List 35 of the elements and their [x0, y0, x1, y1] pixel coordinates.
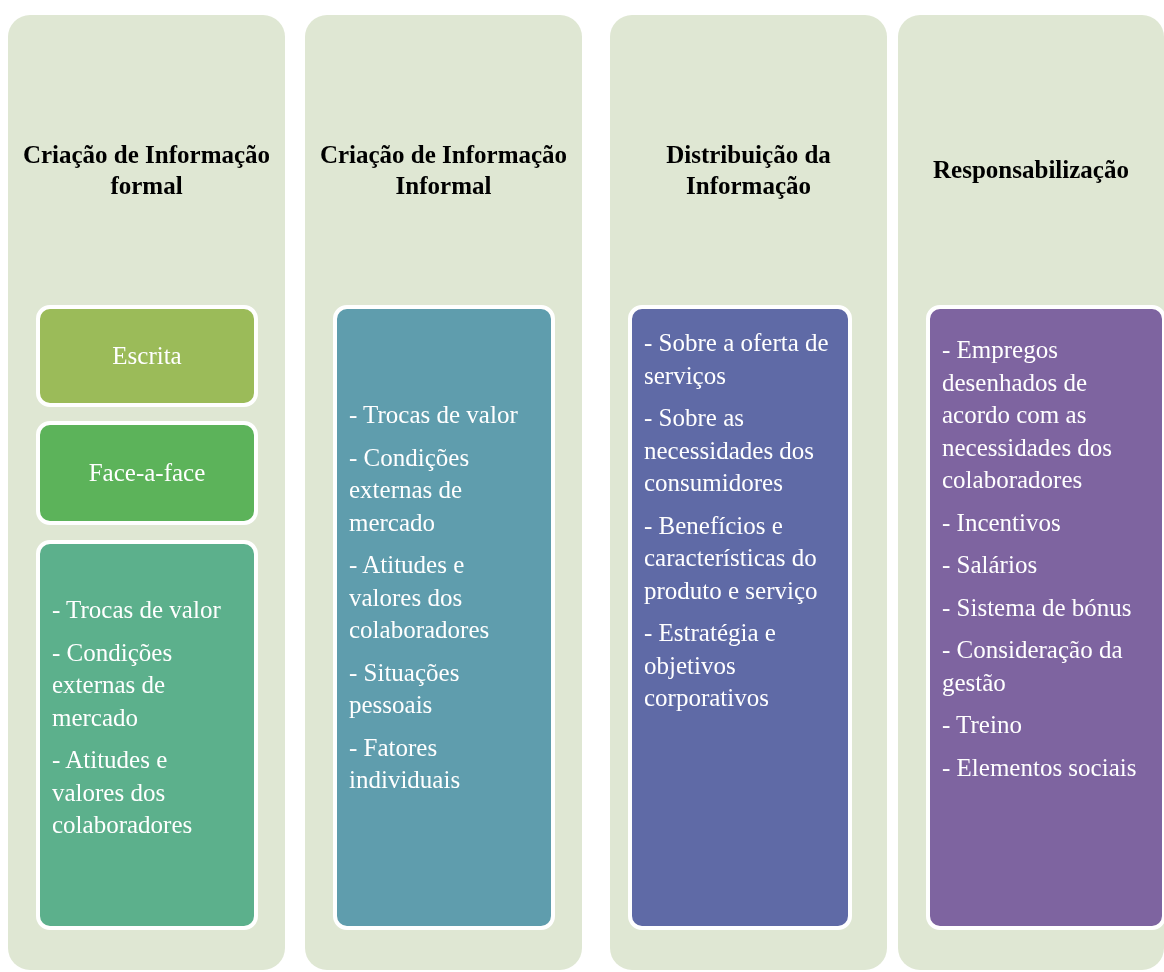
list-item: - Sistema de bónus: [942, 592, 1133, 623]
column-panel: [305, 15, 582, 970]
column-heading: Distribuição da Informação: [665, 139, 832, 201]
list-item: - Condições externas de mercado: [349, 442, 471, 538]
list-item: - Condições externas de mercado: [52, 637, 174, 733]
category-box: [36, 305, 258, 407]
list-item: - Fatores individuais: [349, 732, 462, 795]
column-panel: [610, 15, 887, 970]
list-box: [628, 305, 852, 930]
category-label: Escrita: [112, 340, 182, 371]
category-label: Face-a-face: [88, 457, 206, 488]
column-heading: Criação de Informação Informal: [318, 139, 569, 201]
list-item: - Empregos desenhados de acordo com as necessidades dos colaboradores: [942, 335, 1114, 495]
list-item: - Situações pessoais: [349, 657, 461, 720]
list-item: - Elementos sociais: [942, 752, 1138, 783]
column-panel: [8, 15, 285, 970]
column-panel: [898, 15, 1164, 970]
column-heading: Criação de Informação formal: [21, 139, 272, 201]
list-item: - Estratégia e objetivos corporativos: [644, 618, 777, 713]
list-item: - Salários: [942, 550, 1039, 580]
category-box: [36, 421, 258, 525]
list-item: - Benefícios e características do produto e serviço: [644, 510, 819, 606]
list-item: - Trocas de valor: [349, 400, 519, 430]
list-item: - Atitudes e valores dos colaboradores: [52, 745, 194, 840]
list-item: - Sobre a oferta de serviços: [644, 328, 830, 391]
list-item: - Treino: [942, 710, 1023, 740]
column-heading: Responsabilização: [933, 155, 1129, 186]
list-item: - Sobre as necessidades dos consumidores: [644, 403, 816, 498]
list-box: [333, 305, 555, 930]
list-box: [36, 540, 258, 930]
list-item: - Trocas de valor: [52, 595, 222, 625]
list-box: [926, 305, 1164, 930]
list-item: - Incentivos: [942, 507, 1062, 538]
list-item: - Atitudes e valores dos colaboradores: [349, 550, 491, 645]
list-item: - Consideração da gestão: [942, 635, 1124, 698]
